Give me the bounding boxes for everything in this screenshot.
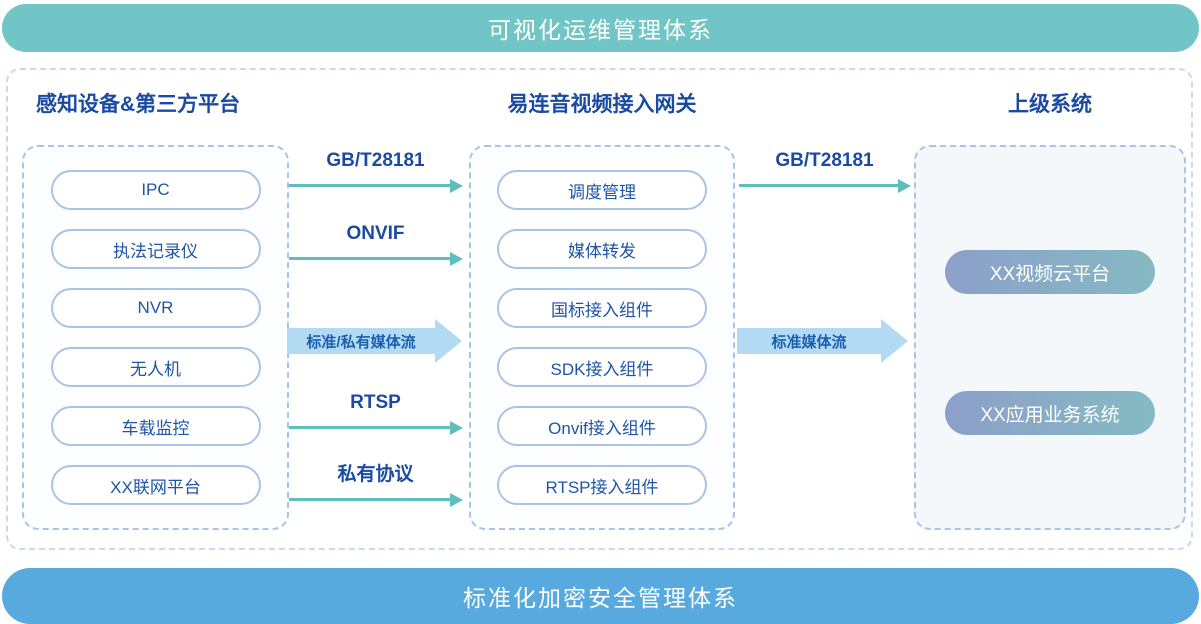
devices-column-title: 感知设备&第三方平台	[36, 93, 241, 116]
device-item-drone: 无人机	[50, 347, 261, 387]
arrow-line	[289, 252, 463, 266]
upper-box: XX视频云平台 XX应用业务系统	[914, 145, 1186, 530]
flow-label: GB/T28181	[775, 150, 874, 171]
media-arrow-head-icon	[435, 319, 462, 363]
arrow-line	[289, 179, 463, 193]
gateway-column-title: 易连音视频接入网关	[507, 93, 697, 116]
arrow-head-icon	[898, 179, 911, 193]
upper-column-title: 上级系统	[1008, 93, 1092, 116]
gateway-item-onvif-access: Onvif接入组件	[497, 406, 707, 446]
device-item-ipc: IPC	[50, 170, 261, 210]
devices-box: IPC 执法记录仪 NVR 无人机 车载监控 XX联网平台	[22, 145, 289, 530]
media-arrow-head-icon	[881, 319, 908, 363]
bottom-banner: 标准化加密安全管理体系	[2, 568, 1199, 624]
device-item-nvr: NVR	[50, 288, 261, 328]
arrow-head-icon	[450, 493, 463, 507]
arrow-line	[289, 493, 463, 507]
gateway-item-sdk-access: SDK接入组件	[497, 347, 707, 387]
flow-private-protocol: 私有协议	[289, 462, 463, 507]
gateway-item-rtsp-access: RTSP接入组件	[497, 465, 707, 505]
flow-label: RTSP	[350, 392, 401, 413]
media-arrow-label: 标准/私有媒体流	[287, 328, 435, 354]
flow-onvif: ONVIF	[289, 221, 463, 266]
arrow-head-icon	[450, 179, 463, 193]
device-item-body-camera: 执法记录仪	[50, 229, 261, 269]
flow-gbt28181-left: GB/T28181	[289, 148, 463, 193]
gateway-item-dispatch: 调度管理	[497, 170, 707, 210]
main-frame: 感知设备&第三方平台 易连音视频接入网关 上级系统 IPC 执法记录仪 NVR …	[6, 68, 1193, 550]
flow-media-stream-right: 标准媒体流	[737, 319, 908, 363]
gateway-box: 调度管理 媒体转发 国标接入组件 SDK接入组件 Onvif接入组件 RTSP接…	[469, 145, 735, 530]
device-item-network-platform: XX联网平台	[50, 465, 261, 505]
flow-media-stream-left: 标准/私有媒体流	[287, 319, 462, 363]
flow-label: 私有协议	[337, 464, 414, 485]
flow-label: ONVIF	[346, 223, 405, 244]
gateway-item-gb-access: 国标接入组件	[497, 288, 707, 328]
upper-item-video-cloud: XX视频云平台	[945, 250, 1155, 294]
arrow-line	[289, 421, 463, 435]
upper-item-business-system: XX应用业务系统	[945, 391, 1155, 435]
flow-gbt28181-right: GB/T28181	[739, 148, 911, 193]
arrow-head-icon	[450, 421, 463, 435]
media-arrow-label: 标准媒体流	[737, 328, 881, 354]
flow-rtsp: RTSP	[289, 390, 463, 435]
arrow-line	[739, 179, 911, 193]
flow-label: GB/T28181	[326, 150, 425, 171]
top-banner: 可视化运维管理体系	[2, 4, 1199, 52]
device-item-vehicle-monitor: 车载监控	[50, 406, 261, 446]
arrow-head-icon	[450, 252, 463, 266]
gateway-item-media-forward: 媒体转发	[497, 229, 707, 269]
